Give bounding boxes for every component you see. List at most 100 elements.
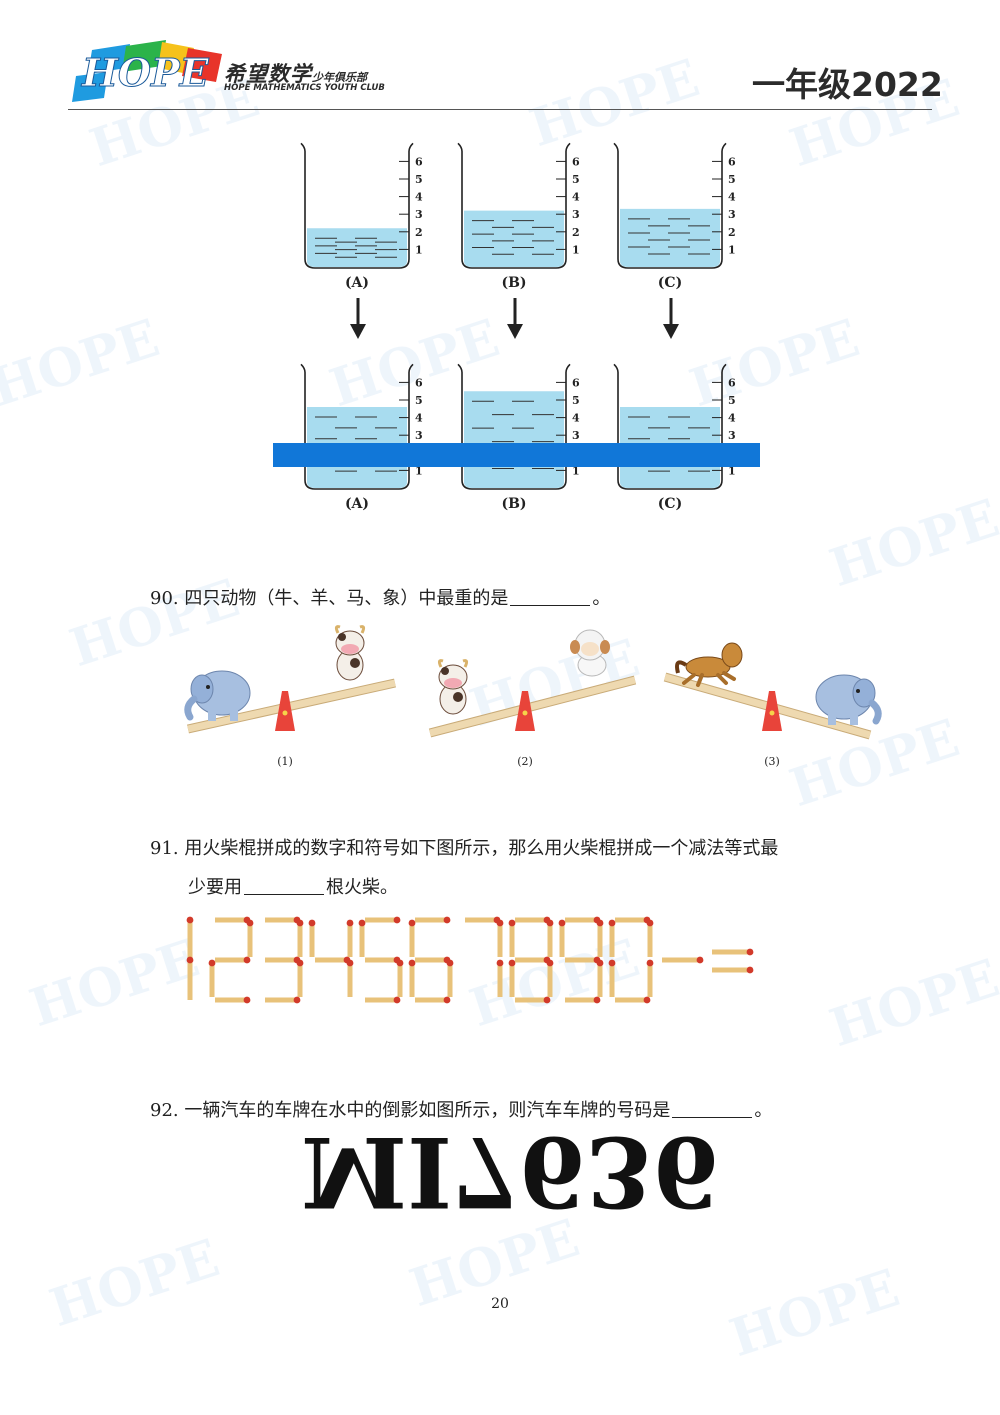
scale-label: 2 [415, 226, 423, 239]
scale-label: 6 [415, 376, 423, 389]
pivot-dot [282, 710, 288, 716]
match-symbol [558, 916, 604, 1004]
sheep-face [581, 642, 599, 656]
match-head [293, 996, 301, 1004]
match-head [208, 959, 216, 967]
seesaw-plank-face [429, 676, 636, 737]
match-symbol [358, 916, 404, 1004]
panel-label: (1) [277, 755, 293, 768]
beaker-label: (A) [345, 496, 369, 512]
seesaw-panel-3: (3) [663, 642, 882, 768]
sheep-horn [570, 640, 580, 654]
beaker-outline [613, 363, 727, 490]
question-91-line2: 少要用根火柴。 [188, 875, 398, 901]
elephant-icon [815, 674, 882, 725]
elephant-trunk [868, 699, 882, 725]
match-head [496, 959, 504, 967]
match-head [746, 966, 754, 974]
match-head [393, 996, 401, 1004]
brand-name: 希望数学少年俱乐部 [224, 62, 367, 86]
answer-blank[interactable] [510, 587, 591, 606]
elephant-icon [184, 670, 251, 721]
match-head [296, 919, 304, 927]
beaker-outline [457, 142, 571, 269]
scale-label: 5 [572, 394, 580, 407]
scale-label: 5 [415, 173, 423, 186]
answer-blank[interactable] [244, 876, 324, 895]
match-head [243, 996, 251, 1004]
beaker-outline [300, 363, 414, 490]
sheep-horn [600, 640, 610, 654]
question-text: 一辆汽车的车牌在水中的倒影如图所示，则汽车车牌的号码是 [184, 1100, 671, 1121]
match-head [546, 919, 554, 927]
cow-icon [334, 625, 366, 681]
match-head [346, 919, 354, 927]
scale-label: 4 [728, 191, 736, 204]
match-symbol [265, 916, 304, 1004]
water [307, 228, 407, 267]
match-symbol [408, 916, 454, 1004]
cow-spot [453, 692, 463, 702]
match-head [746, 948, 754, 956]
question-number: 91. [150, 838, 179, 859]
match-head [393, 956, 401, 964]
water [464, 210, 564, 267]
match-head [343, 956, 351, 964]
scale-label: 5 [415, 394, 423, 407]
scale-label: 5 [572, 173, 580, 186]
match-head [293, 956, 301, 964]
match-symbol [308, 919, 354, 997]
down-arrow [663, 298, 679, 339]
match-symbol [712, 948, 754, 974]
scale-label: 4 [728, 412, 736, 425]
beaker-label: (B) [501, 275, 526, 291]
question-text: 四只动物（牛、羊、马、象）中最重的是 [184, 588, 509, 609]
match-head [543, 956, 551, 964]
question-text-end: 根火柴。 [326, 877, 398, 898]
match-head [593, 956, 601, 964]
sheep-icon [570, 629, 610, 677]
match-head [696, 956, 704, 964]
elephant-leg [828, 713, 836, 725]
scale-label: 2 [728, 226, 736, 239]
scale-label: 1 [572, 464, 580, 477]
scale-label: 5 [728, 394, 736, 407]
seesaw-figure: (1)(2)(3) [184, 625, 882, 768]
cow-nose [341, 644, 359, 654]
match-symbol [465, 916, 504, 997]
pivot-dot [522, 710, 528, 716]
question-text-end: 。 [754, 1100, 773, 1121]
match-head [186, 956, 194, 964]
beaker-outline [300, 142, 414, 269]
answer-blank[interactable] [672, 1099, 753, 1118]
header-divider [68, 109, 932, 110]
beaker-outline [457, 363, 571, 490]
match-head [608, 919, 616, 927]
match-head [443, 956, 451, 964]
elephant-eye [206, 685, 210, 689]
pivot-dot [769, 710, 775, 716]
cow-spot [441, 667, 449, 675]
scale-label: 1 [728, 243, 736, 256]
match-head [408, 919, 416, 927]
horse-icon [675, 642, 743, 687]
scale-label: 1 [728, 464, 736, 477]
match-head [608, 959, 616, 967]
beaker-label: (B) [501, 496, 526, 512]
match-head [508, 919, 516, 927]
question-92: 92. 一辆汽车的车牌在水中的倒影如图所示，则汽车车牌的号码是。 [150, 1098, 772, 1124]
arrow-head [663, 324, 679, 339]
match-head [558, 919, 566, 927]
scale-label: 3 [415, 208, 423, 221]
match-head [408, 959, 416, 967]
elephant-ear [852, 678, 876, 708]
match-head [393, 916, 401, 924]
cow-horns [334, 625, 366, 634]
scale-label: 2 [572, 226, 580, 239]
match-head [186, 916, 194, 924]
seesaw-plank-face [187, 679, 396, 733]
